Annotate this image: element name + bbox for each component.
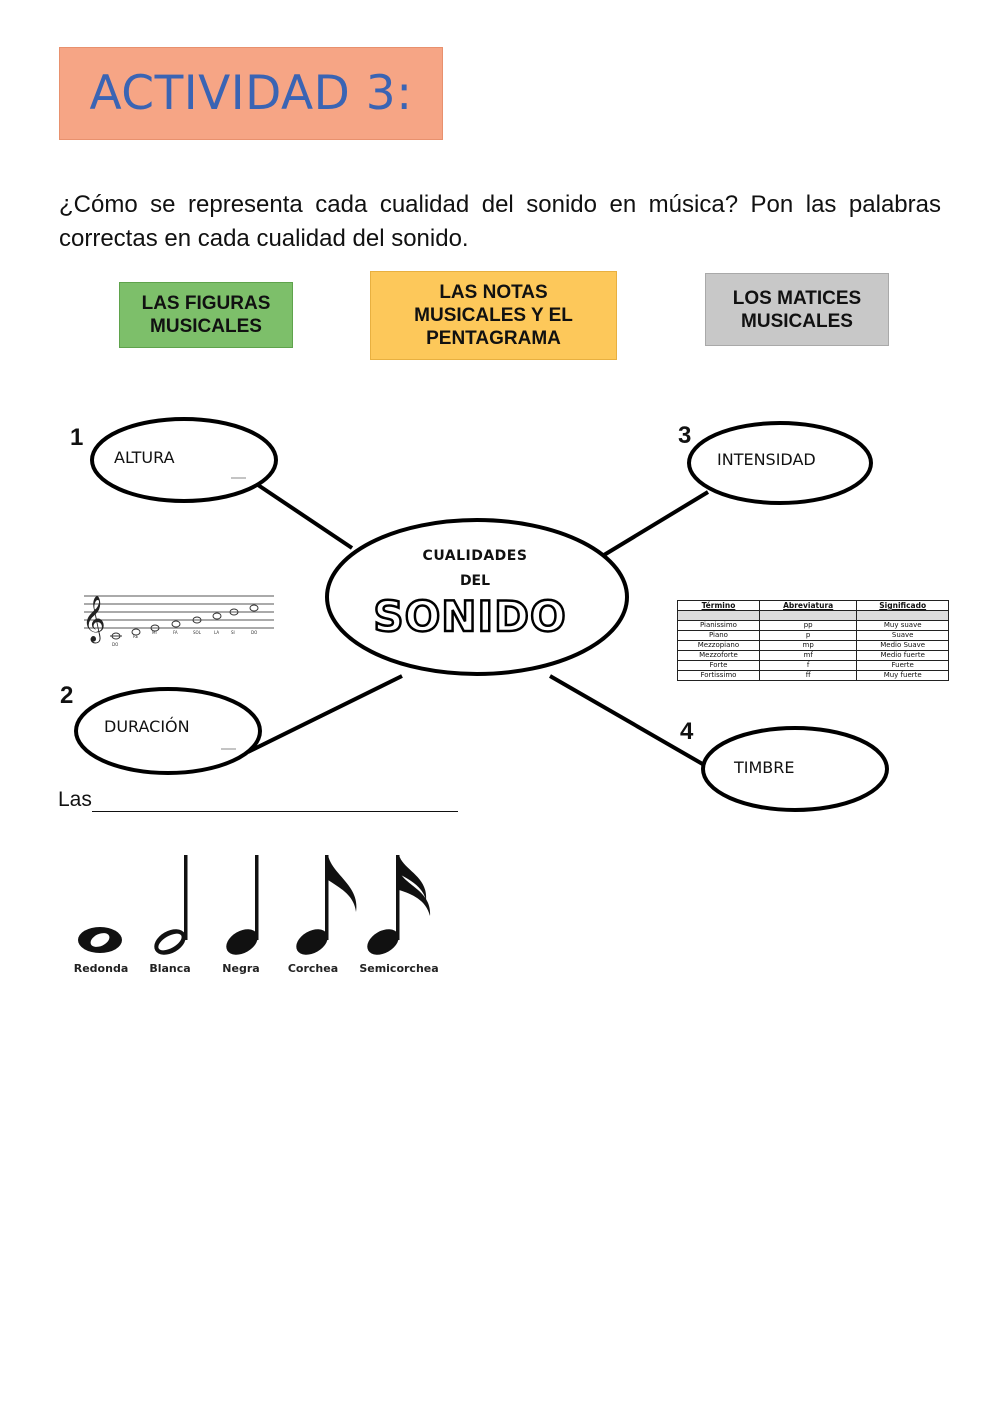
node-ellipse-duracion <box>74 687 262 775</box>
staff-note-name: MI <box>152 630 157 635</box>
activity-title: ACTIVIDAD 3: <box>89 66 413 121</box>
connector-line <box>549 674 707 768</box>
word-card-label: LAS NOTAS MUSICALES Y EL PENTAGRAMA <box>414 282 573 349</box>
drop-target-timbre[interactable]: TIMBRE <box>734 758 795 777</box>
node-label: TIMBRE <box>734 758 795 777</box>
node-ellipse-intensidad <box>687 421 873 505</box>
node-number: 2 <box>60 682 74 709</box>
node-number: 1 <box>70 424 84 451</box>
staff-note-name: DO <box>112 642 118 647</box>
node-ellipse-timbre <box>701 726 889 812</box>
staff-note-name: LA <box>214 630 219 635</box>
instructions-text: ¿Cómo se representa cada cualidad del so… <box>59 191 941 252</box>
node-ellipse-altura <box>90 417 278 503</box>
connector-line <box>602 490 710 557</box>
table-header: Significado <box>856 600 949 611</box>
staff-note-name: DO <box>251 630 257 635</box>
matices-table-image: Término Abreviatura Significado Pianissi… <box>677 600 949 681</box>
staff-note-name: FA <box>173 630 178 635</box>
connector-line <box>247 674 403 754</box>
sixteenth-note-icon <box>367 855 431 955</box>
staff-note-name: SOL <box>193 630 202 635</box>
table-header: Abreviatura <box>758 600 858 611</box>
node-label: ALTURA <box>114 448 175 467</box>
answer-blank[interactable] <box>91 789 458 812</box>
node-number: 3 <box>678 422 692 449</box>
word-card-label: LAS FIGURAS MUSICALES <box>141 293 271 337</box>
note-figure-label: Blanca <box>149 962 191 975</box>
connector-line <box>256 483 354 550</box>
center-subtitle: CUALIDADES <box>422 548 528 564</box>
note-figure-label: Corchea <box>287 962 339 975</box>
word-card-label: LOS MATICES MUSICALES <box>732 287 862 332</box>
word-card-matices[interactable]: LOS MATICES MUSICALES <box>705 273 889 346</box>
center-ellipse <box>325 518 629 676</box>
whole-note-icon <box>78 927 122 953</box>
eighth-note-icon <box>296 855 357 955</box>
quarter-note-icon <box>226 855 259 955</box>
half-note-icon <box>154 855 188 955</box>
drop-target-intensidad[interactable]: INTENSIDAD <box>717 450 816 469</box>
answer-line[interactable]: Las <box>58 788 458 812</box>
note-figures-image <box>78 855 431 955</box>
note-figure-label: Semicorchea <box>359 962 439 975</box>
note-figure-label: Negra <box>222 962 260 975</box>
music-staff-image: 𝄞 DO RE MI FA SOL LA SI DO <box>82 595 274 647</box>
note-figure-label: Redonda <box>73 962 129 975</box>
word-card-notas[interactable]: LAS NOTAS MUSICALES Y EL PENTAGRAMA <box>370 271 617 360</box>
staff-note-name: RE <box>133 634 139 639</box>
drop-target-duracion[interactable]: DURACIÓN <box>104 717 190 736</box>
word-card-figuras[interactable]: LAS FIGURAS MUSICALES <box>119 282 293 348</box>
activity-title-box: ACTIVIDAD 3: <box>59 47 443 140</box>
drop-target-altura[interactable]: ALTURA <box>114 448 175 467</box>
staff-note-name: SI <box>231 630 235 635</box>
node-label: INTENSIDAD <box>717 450 816 469</box>
node-number: 4 <box>680 718 694 745</box>
table-header: Término <box>677 600 760 611</box>
center-title: SONIDO <box>372 591 567 643</box>
treble-clef-icon: 𝄞 <box>82 596 106 644</box>
center-subtitle-del: DEL <box>459 573 491 589</box>
node-label: DURACIÓN <box>104 717 190 736</box>
mindmap-diagram <box>74 417 889 812</box>
answer-prefix: Las <box>58 788 92 811</box>
